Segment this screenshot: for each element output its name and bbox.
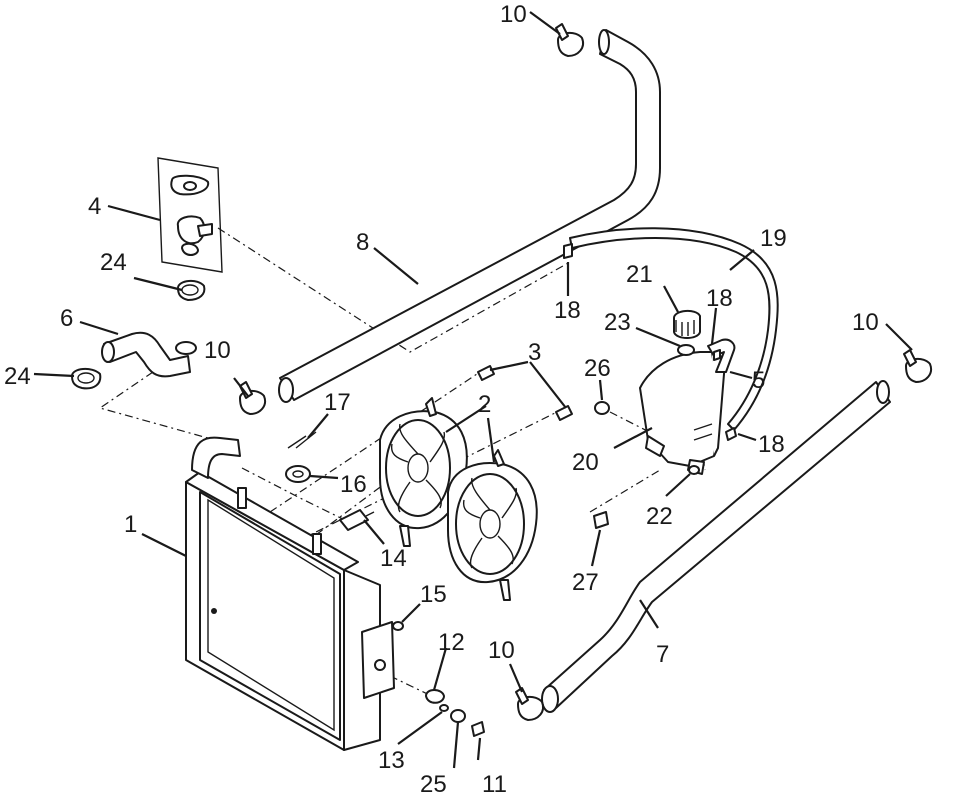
callout-2: 2 xyxy=(478,391,491,418)
fan-bolts xyxy=(477,365,573,421)
callout-7: 7 xyxy=(656,641,669,668)
callout-4: 4 xyxy=(88,193,101,220)
callout-12: 12 xyxy=(438,629,465,656)
callout-27: 27 xyxy=(572,569,599,596)
hose-clamp-10-right xyxy=(903,349,932,383)
hose-clamp-24-lower xyxy=(71,368,102,390)
callout-23: 23 xyxy=(604,309,631,336)
nut-12 xyxy=(425,689,445,704)
callout-18-b: 18 xyxy=(706,285,733,312)
reservoir-cap-washer xyxy=(677,344,695,356)
callout-numbers: 1 2 3 4 5 6 7 8 10 10 10 10 11 12 13 14 … xyxy=(4,1,879,798)
callout-8: 8 xyxy=(356,229,369,256)
callout-6: 6 xyxy=(60,305,73,332)
hose-clamp-10-bottom xyxy=(515,687,544,721)
lower-hose xyxy=(541,380,891,713)
callout-16: 16 xyxy=(340,471,367,498)
callout-22: 22 xyxy=(646,503,673,530)
radiator-cap-assembly xyxy=(157,157,223,273)
tube-clip-18a xyxy=(563,243,573,259)
bushing-13 xyxy=(439,704,449,712)
callout-20: 20 xyxy=(572,449,599,476)
grommet-26 xyxy=(594,401,610,415)
callout-18-a: 18 xyxy=(554,297,581,324)
callout-10-top: 10 xyxy=(500,1,527,28)
callout-1: 1 xyxy=(124,511,137,538)
reservoir-tank xyxy=(639,338,736,475)
temperature-sensor xyxy=(339,509,369,531)
tube-clip-18b xyxy=(713,349,721,361)
bolt-11 xyxy=(471,721,485,737)
callout-18-c: 18 xyxy=(758,431,785,458)
tube-clip-18c xyxy=(725,427,737,441)
callout-26: 26 xyxy=(584,355,611,382)
cooling-fan-right xyxy=(447,449,538,601)
callout-21: 21 xyxy=(626,261,653,288)
upper-hose xyxy=(278,29,661,403)
bolt-27 xyxy=(593,511,609,529)
leader-lines xyxy=(33,11,913,769)
callout-13: 13 xyxy=(378,747,405,774)
callout-24-upper: 24 xyxy=(100,249,127,276)
callout-17: 17 xyxy=(324,389,351,416)
small-fittings xyxy=(285,243,737,737)
callout-15: 15 xyxy=(420,581,447,608)
callout-10-bottom: 10 xyxy=(488,637,515,664)
small-hose xyxy=(101,331,197,378)
grommet-15 xyxy=(392,621,404,631)
reservoir-cap xyxy=(673,310,701,339)
callout-24-lower: 24 xyxy=(4,363,31,390)
callout-10-left: 10 xyxy=(204,337,231,364)
washer-16 xyxy=(285,465,311,483)
clip-17 xyxy=(287,431,317,449)
callout-19: 19 xyxy=(760,225,787,252)
overflow-tube xyxy=(569,227,779,431)
callout-11: 11 xyxy=(482,771,507,798)
hose-clamp-10-top xyxy=(555,23,584,57)
radiator xyxy=(185,436,395,751)
callout-3: 3 xyxy=(528,339,541,366)
hose-clamp-24-upper xyxy=(177,280,206,301)
washer-25 xyxy=(450,709,466,723)
callout-10-right: 10 xyxy=(852,309,879,336)
callout-5: 5 xyxy=(752,367,765,394)
callout-14: 14 xyxy=(380,545,407,572)
nut-22 xyxy=(688,465,700,475)
hose-clamp-10-left xyxy=(239,381,266,415)
callout-25: 25 xyxy=(420,771,447,798)
